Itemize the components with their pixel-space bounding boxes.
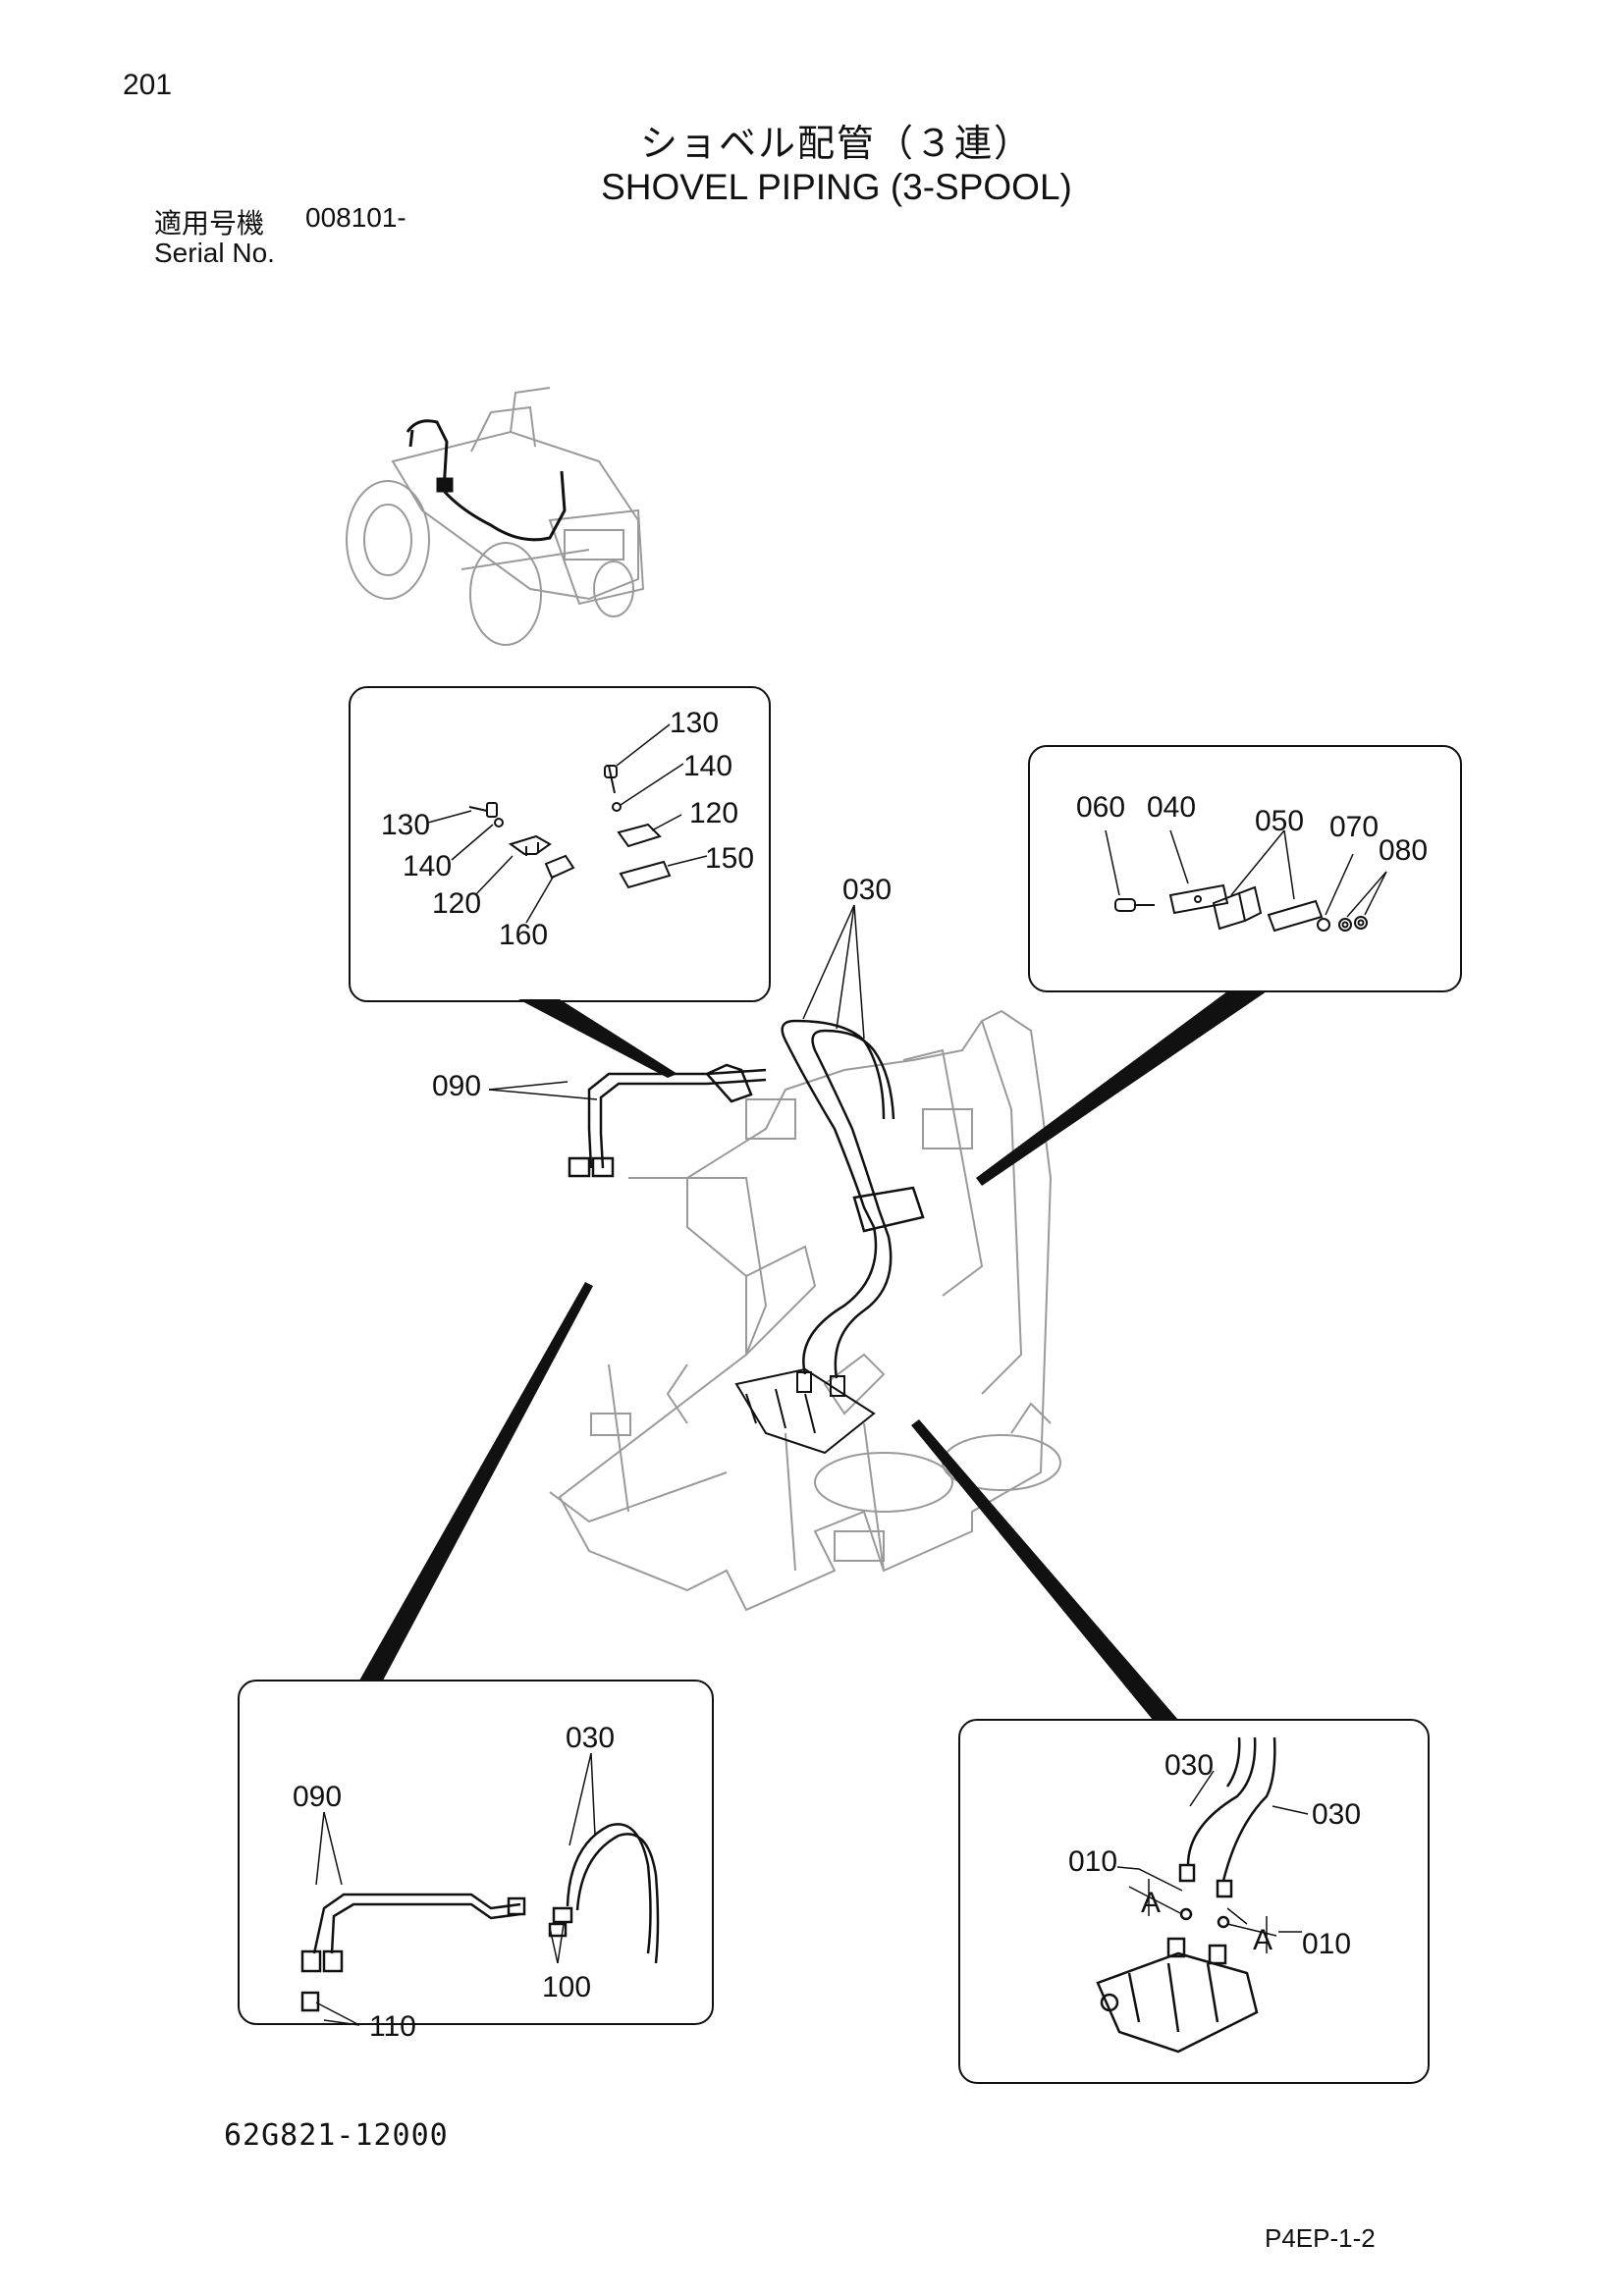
drawing-number: 62G821-12000 bbox=[224, 2118, 449, 2153]
control-valve-main bbox=[734, 1367, 876, 1455]
serial-number-value: 008101- bbox=[305, 202, 406, 233]
serial-label-english: Serial No. bbox=[154, 238, 275, 268]
detail-box-valve bbox=[958, 1719, 1430, 2084]
hydraulic-hoses-030-main bbox=[781, 1019, 925, 1379]
callout-130-left: 130 bbox=[381, 809, 430, 841]
callout-120-left: 120 bbox=[432, 887, 481, 920]
callout-010-right: 010 bbox=[1302, 1928, 1351, 1960]
callout-080: 080 bbox=[1379, 834, 1428, 867]
callout-030-detail: 030 bbox=[566, 1722, 615, 1754]
main-frame-assembly bbox=[549, 1009, 1061, 1612]
pipe-detail-leader-lines bbox=[315, 1752, 596, 2026]
detail-pointer-wedges bbox=[359, 991, 1267, 1720]
callout-140-left: 140 bbox=[403, 850, 452, 882]
clamp-detail-drawing bbox=[468, 765, 672, 889]
pipe-detail-drawing bbox=[300, 1823, 660, 2012]
callout-090-detail: 090 bbox=[293, 1781, 342, 1813]
callout-150: 150 bbox=[705, 842, 754, 875]
callout-160: 160 bbox=[499, 919, 548, 951]
tractor-thumbnail-highlighted-piping bbox=[406, 419, 567, 542]
callout-110: 110 bbox=[369, 2010, 416, 2043]
callout-a-left: A bbox=[1141, 1887, 1161, 1919]
valve-detail-a-markers bbox=[1148, 1879, 1302, 1953]
page-code: P4EP-1-2 bbox=[1265, 2223, 1376, 2253]
callout-labels: 130 140 120 150 130 140 120 160 060 040 … bbox=[293, 707, 1428, 2043]
plate-detail-drawing bbox=[1114, 883, 1368, 933]
callout-140-right: 140 bbox=[683, 750, 732, 782]
main-leader-lines bbox=[488, 904, 865, 1100]
page-title-english: SHOVEL PIPING (3-SPOOL) bbox=[601, 167, 1072, 207]
page-number: 201 bbox=[123, 69, 173, 101]
callout-040: 040 bbox=[1147, 791, 1196, 824]
callout-050: 050 bbox=[1255, 805, 1304, 837]
detail-box-plate bbox=[1028, 745, 1462, 992]
page-title-japanese: ショベル配管（３連） bbox=[639, 122, 1033, 165]
callout-100: 100 bbox=[542, 1971, 591, 2003]
callout-030-valve-left: 030 bbox=[1164, 1749, 1214, 1782]
tractor-thumbnail-illustration bbox=[346, 387, 645, 646]
serial-label-japanese: 適用号機 bbox=[154, 207, 265, 240]
callout-070: 070 bbox=[1329, 811, 1379, 843]
callout-a-right: A bbox=[1253, 1924, 1272, 1956]
pipes-090-main bbox=[568, 1063, 767, 1178]
callout-130-right: 130 bbox=[670, 707, 719, 739]
callout-090-main: 090 bbox=[432, 1070, 481, 1102]
valve-detail-leader-lines bbox=[1116, 1770, 1309, 1937]
callout-030-valve-right: 030 bbox=[1312, 1798, 1361, 1831]
callout-120-right: 120 bbox=[689, 797, 738, 829]
callout-030-main: 030 bbox=[842, 874, 892, 906]
valve-detail-drawing bbox=[1096, 1736, 1276, 2054]
callout-060: 060 bbox=[1076, 791, 1125, 824]
callout-010-left: 010 bbox=[1068, 1845, 1117, 1878]
plate-detail-leader-lines bbox=[1105, 829, 1387, 918]
clamp-detail-leader-lines bbox=[427, 723, 708, 924]
detail-box-pipe bbox=[238, 1680, 714, 2025]
